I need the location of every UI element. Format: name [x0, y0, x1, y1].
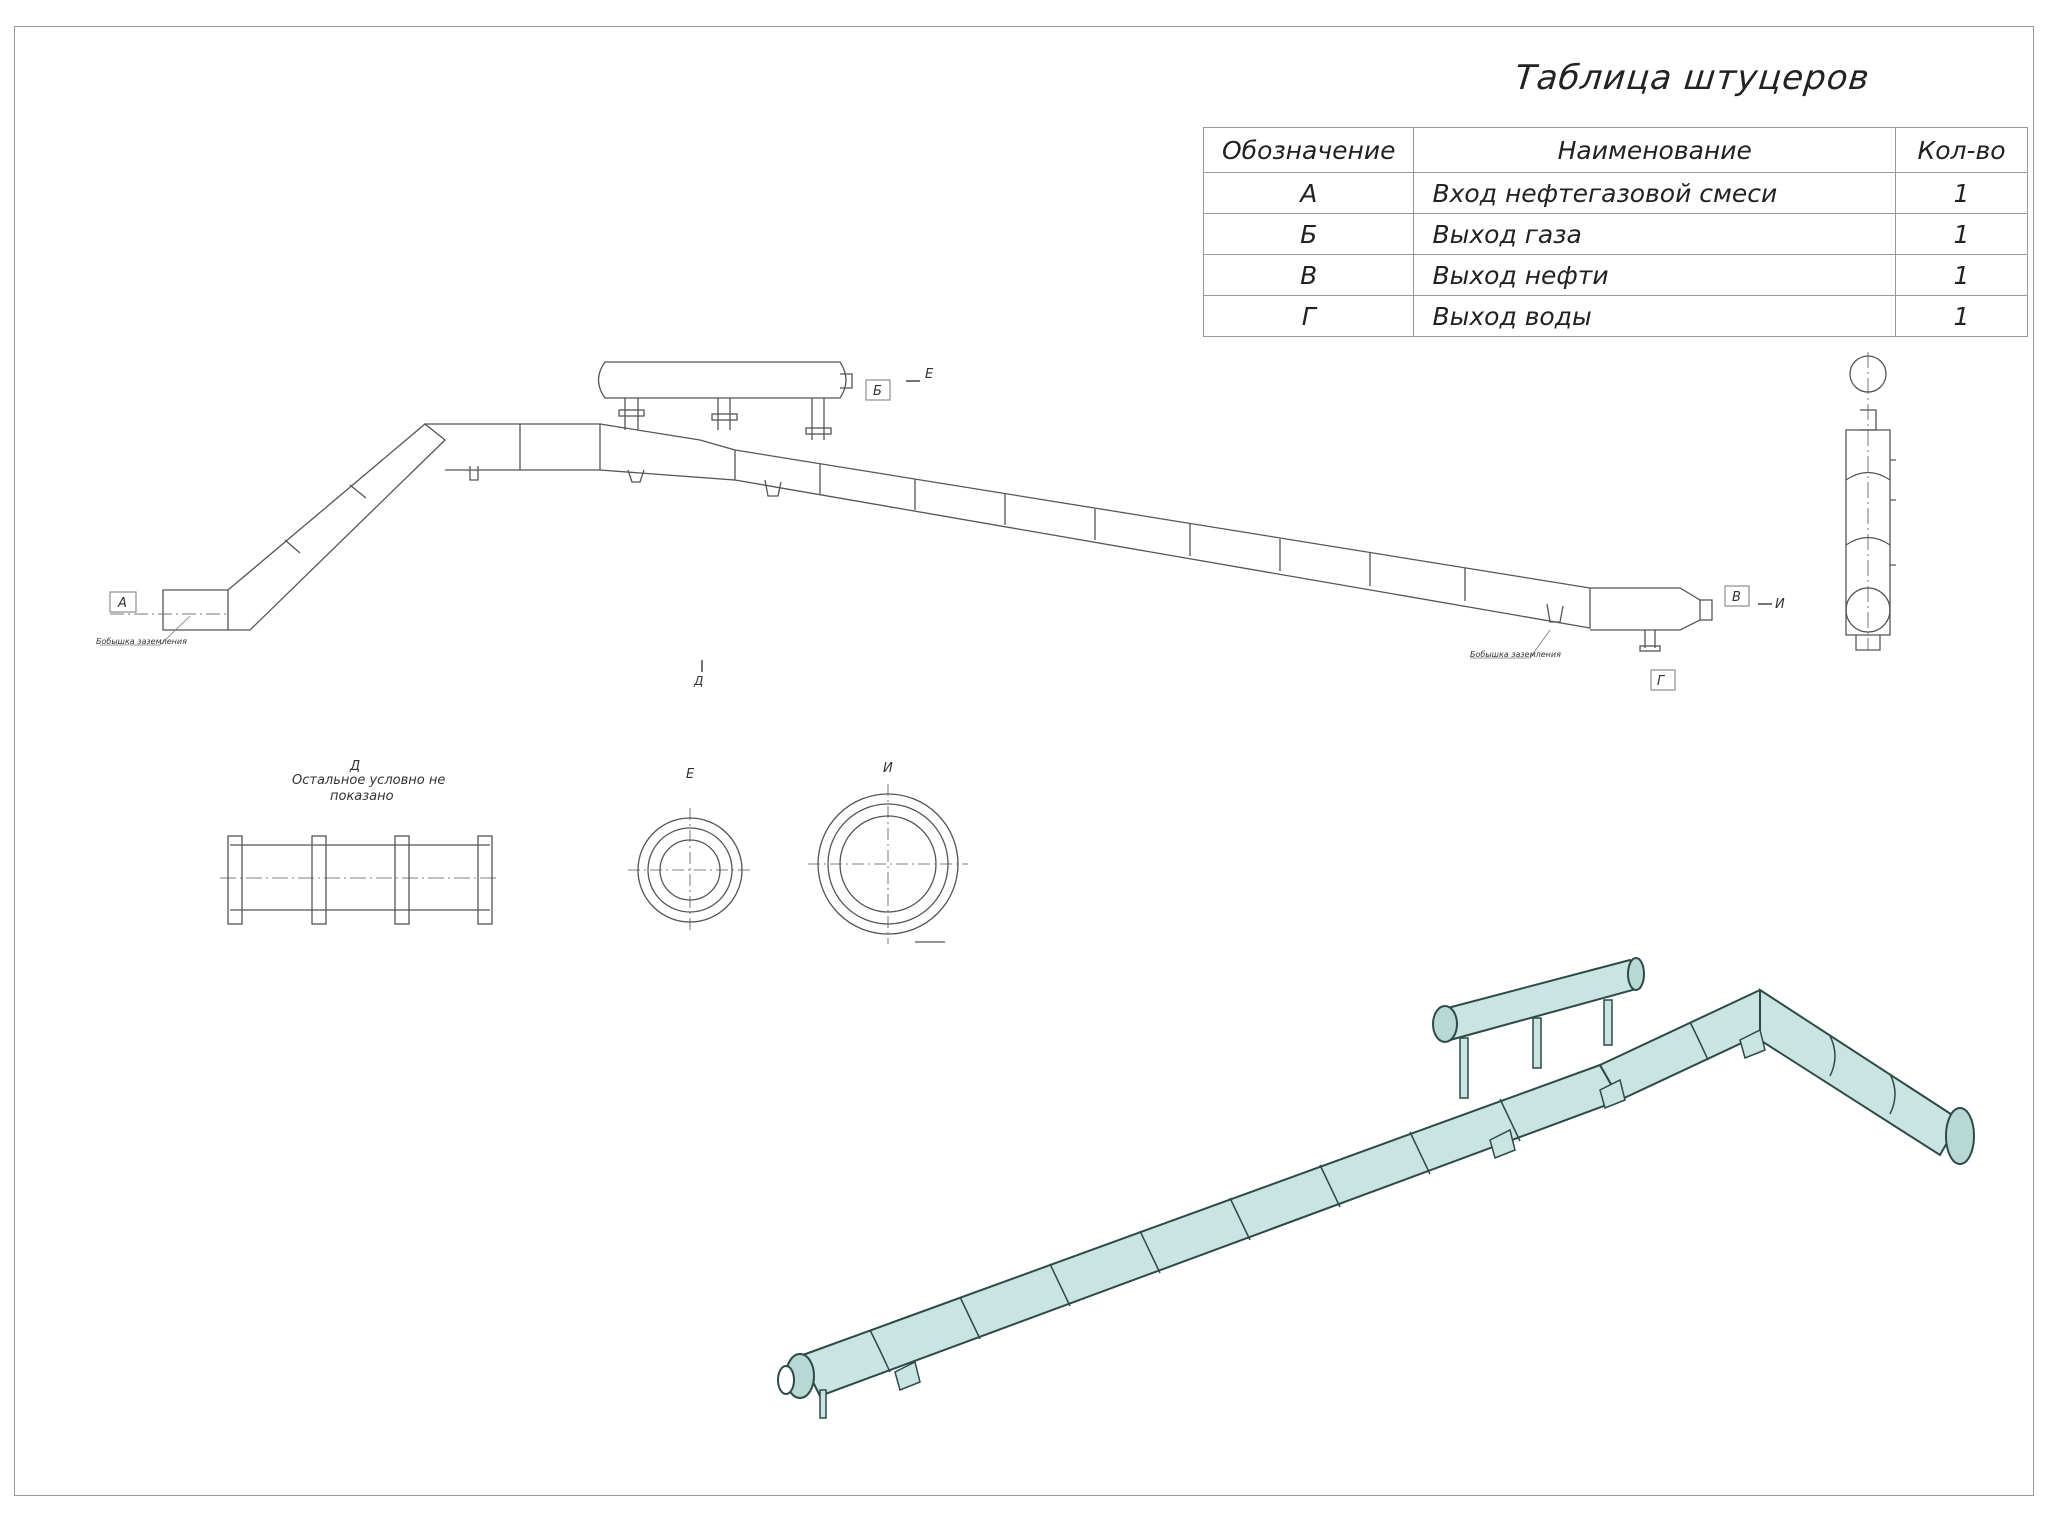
table-row: Б Выход газа 1 [1202, 213, 2028, 255]
inlet-segment [162, 589, 229, 631]
row-quantity: 1 [1895, 295, 2028, 337]
outlet-end [1590, 587, 1701, 631]
nozzle-g-box [1650, 669, 1676, 691]
view-e-drawing [628, 808, 752, 932]
grounding-boss-left: Бобышка заземления [96, 637, 187, 646]
nozzle-a-box [109, 591, 137, 613]
nozzle-table: Обозначение Наименование Кол-во А Вход н… [1202, 127, 2028, 337]
view-i-drawing [808, 784, 968, 944]
view-d-note-line2: показано [330, 789, 394, 804]
row-designation: Г [1202, 295, 1415, 337]
nozzle-v-label: В [1732, 590, 1741, 605]
row-quantity: 1 [1895, 254, 2028, 296]
isometric-view [777, 957, 1975, 1419]
view-d-title: Д [349, 759, 360, 774]
gas-collector [597, 361, 847, 399]
view-i-title: И [883, 761, 893, 776]
nozzle-g-label: Г [1657, 674, 1666, 689]
view-e-title: Е [686, 767, 695, 782]
table-row: Г Выход воды 1 [1202, 295, 2028, 337]
nozzle-a-label: А [117, 596, 127, 611]
nozzle-b-box [865, 379, 891, 401]
view-arrow-d: Д [693, 674, 703, 688]
table-row: В Выход нефти 1 [1202, 254, 2028, 296]
nozzle-b-label: Б [873, 384, 882, 399]
main-sloping-shell [734, 449, 1591, 629]
view-d-note-line1: Остальное условно не [292, 773, 445, 788]
grounding-boss-right: Бобышка заземления [1470, 650, 1561, 659]
front-elevation-view [162, 361, 1713, 652]
side-view [1845, 352, 1896, 651]
row-name: Выход нефти [1413, 254, 1896, 296]
top-section [425, 423, 601, 471]
nozzle-v-box [1724, 585, 1750, 607]
view-d-drawing [220, 835, 500, 925]
bend-section [599, 423, 736, 481]
header-designation: Обозначение [1202, 127, 1415, 173]
row-name: Выход воды [1413, 295, 1896, 337]
rising-leg [227, 423, 446, 631]
view-arrow-e: Е [925, 367, 934, 382]
view-arrow-i: И [1775, 597, 1785, 612]
drawing-frame [14, 26, 2034, 1496]
row-quantity: 1 [1895, 213, 2028, 255]
row-designation: В [1202, 254, 1415, 296]
header-name: Наименование [1413, 127, 1896, 173]
row-designation: А [1202, 172, 1415, 214]
table-header-row: Обозначение Наименование Кол-во [1202, 127, 2028, 173]
row-quantity: 1 [1895, 172, 2028, 214]
header-quantity: Кол-во [1895, 127, 2028, 173]
row-designation: Б [1202, 213, 1415, 255]
